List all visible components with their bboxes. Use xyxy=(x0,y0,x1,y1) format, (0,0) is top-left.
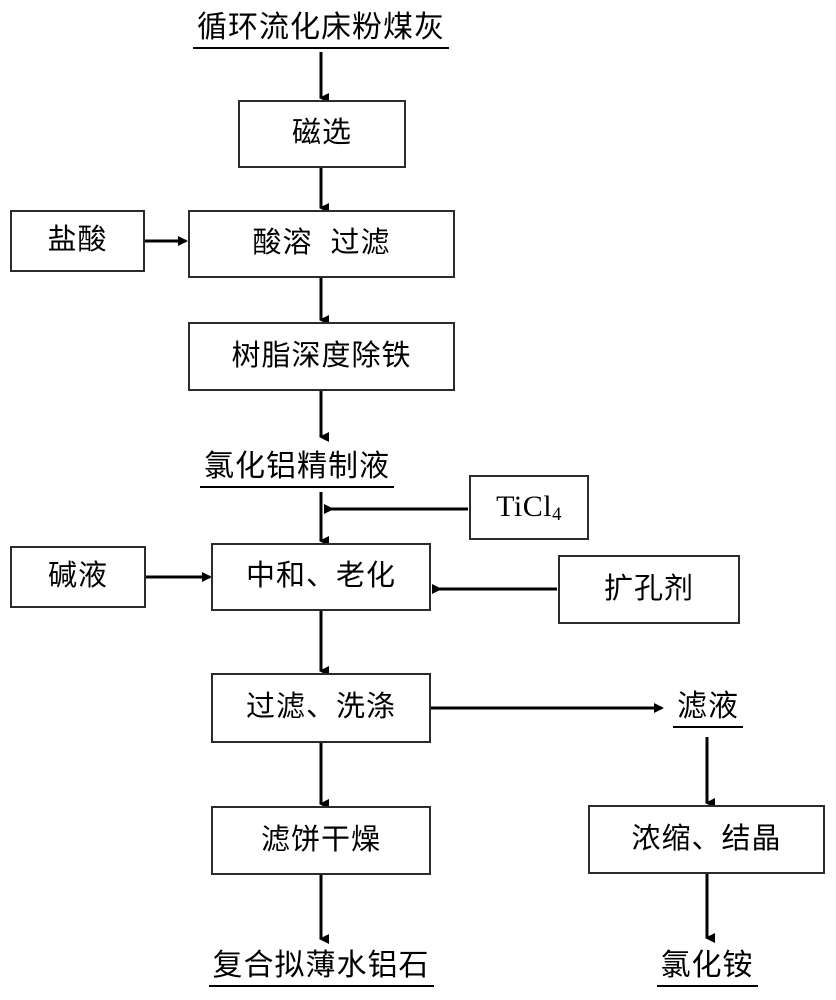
node-alkali-solution[interactable]: 碱液 xyxy=(10,546,146,608)
node-acid-dissolution-filtration[interactable]: 酸溶 过滤 xyxy=(188,210,455,278)
node-acid-dissolution-filtration-label: 酸溶 过滤 xyxy=(252,227,391,260)
node-pore-expanding-agent-label: 扩孔剂 xyxy=(603,572,694,605)
node-product-ammonium-chloride-label: 氯化铵 xyxy=(656,949,758,987)
node-refined-alcl3-solution-label: 氯化铝精制液 xyxy=(200,450,394,488)
node-concentration-crystallization[interactable]: 浓缩、结晶 xyxy=(588,805,825,874)
node-input-flyash: 循环流化床粉煤灰 xyxy=(150,8,492,52)
node-magnetic-separation-label: 磁选 xyxy=(291,117,352,150)
node-filtrate: 滤液 xyxy=(660,688,756,730)
node-filter-cake-drying-label: 滤饼干燥 xyxy=(260,823,381,856)
node-neutralization-aging-label: 中和、老化 xyxy=(245,560,396,593)
node-neutralization-aging[interactable]: 中和、老化 xyxy=(211,543,431,611)
node-magnetic-separation[interactable]: 磁选 xyxy=(238,100,406,168)
node-concentration-crystallization-label: 浓缩、结晶 xyxy=(631,822,782,855)
node-ticl4-label: TiCl4 xyxy=(496,489,562,525)
node-product-pseudoboehmite: 复合拟薄水铝石 xyxy=(170,946,472,990)
node-filtration-washing-label: 过滤、洗涤 xyxy=(245,691,396,724)
node-product-ammonium-chloride: 氯化铵 xyxy=(627,946,787,990)
node-alkali-solution-label: 碱液 xyxy=(47,560,108,593)
node-filtration-washing[interactable]: 过滤、洗涤 xyxy=(211,673,431,743)
node-hydrochloric-acid[interactable]: 盐酸 xyxy=(10,210,145,272)
node-pore-expanding-agent[interactable]: 扩孔剂 xyxy=(558,555,740,624)
node-ticl4[interactable]: TiCl4 xyxy=(469,475,589,540)
node-product-pseudoboehmite-label: 复合拟薄水铝石 xyxy=(208,949,434,987)
node-filtrate-label: 滤液 xyxy=(673,690,743,728)
node-hydrochloric-acid-label: 盐酸 xyxy=(47,224,108,257)
node-resin-deep-iron-removal-label: 树脂深度除铁 xyxy=(231,339,412,372)
node-refined-alcl3-solution: 氯化铝精制液 xyxy=(200,447,444,491)
node-resin-deep-iron-removal[interactable]: 树脂深度除铁 xyxy=(188,322,455,391)
node-filter-cake-drying[interactable]: 滤饼干燥 xyxy=(211,806,431,875)
node-input-flyash-label: 循环流化床粉煤灰 xyxy=(193,11,449,49)
